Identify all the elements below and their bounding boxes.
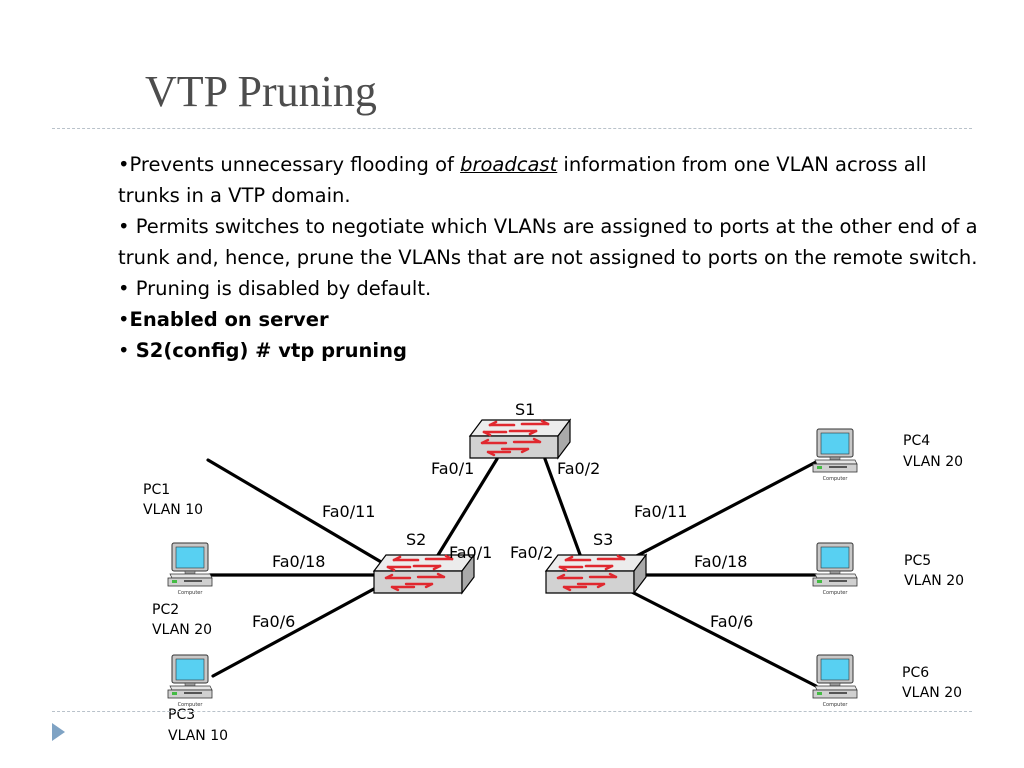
pc4-computer-icon [812, 428, 858, 473]
pc6-name: PC6 [902, 665, 929, 681]
bullet-list: •Prevents unnecessary flooding of broadc… [118, 149, 978, 366]
slide-title: VTP Pruning [145, 67, 377, 116]
pc5-computer-icon [812, 542, 858, 587]
bullet-1: •Prevents unnecessary flooding of broadc… [118, 153, 927, 207]
switch-s1-icon [468, 418, 572, 460]
pc3-caption: Computer [178, 702, 204, 708]
pc2-caption: Computer [178, 590, 204, 596]
switch-s1-label: S1 [515, 400, 535, 419]
port-s1-fa0-1: Fa0/1 [431, 459, 474, 478]
port-s2-fa0-18: Fa0/18 [272, 552, 325, 571]
cables [206, 457, 818, 688]
pc1-name: PC1 [143, 482, 170, 498]
port-s2-fa0-1: Fa0/1 [449, 543, 492, 562]
switch-s3-icon [544, 553, 648, 595]
port-s3-fa0-6: Fa0/6 [710, 612, 753, 631]
pc5-vlan: VLAN 20 [904, 573, 964, 589]
pc3-computer-icon [167, 654, 213, 699]
link-s1-s3 [543, 457, 584, 562]
port-s3-fa0-18: Fa0/18 [694, 552, 747, 571]
link-pc3-s2 [211, 582, 385, 678]
pc4-vlan: VLAN 20 [903, 454, 963, 470]
port-s2-fa0-11: Fa0/11 [322, 502, 375, 521]
link-s2-s1 [433, 457, 499, 562]
pc5-name: PC5 [904, 553, 931, 569]
link-s3-pc4 [623, 460, 818, 564]
link-pc1-s2 [206, 458, 390, 568]
link-s3-pc6 [622, 586, 818, 688]
switch-s3-label: S3 [593, 530, 613, 549]
pc4-caption: Computer [823, 476, 849, 482]
pc1-vlan: VLAN 10 [143, 502, 203, 518]
pc5-caption: Computer [823, 590, 849, 596]
pc3-vlan: VLAN 10 [168, 728, 228, 744]
bullet-2: • Permits switches to negotiate which VL… [118, 215, 978, 269]
bullet-3: • Pruning is disabled by default. [118, 277, 432, 300]
port-s3-fa0-2: Fa0/2 [510, 543, 553, 562]
port-s2-fa0-6: Fa0/6 [252, 612, 295, 631]
switch-s2-label: S2 [406, 530, 426, 549]
pc2-computer-icon [167, 542, 213, 587]
bullet-5: • S2(config) # vtp pruning [118, 339, 407, 362]
play-arrow-icon [52, 723, 65, 741]
pc6-caption: Computer [823, 702, 849, 708]
broadcast-term: broadcast [460, 153, 558, 176]
port-s1-fa0-2: Fa0/2 [557, 459, 600, 478]
pc4-name: PC4 [903, 433, 930, 449]
pc3-name: PC3 [168, 707, 195, 723]
pc6-vlan: VLAN 20 [902, 685, 962, 701]
bullet-4: •Enabled on server [118, 308, 329, 331]
pc2-name: PC2 [152, 602, 179, 618]
pc2-vlan: VLAN 20 [152, 622, 212, 638]
pc6-computer-icon [812, 654, 858, 699]
footer-divider [52, 711, 972, 712]
title-divider [52, 128, 972, 129]
port-s3-fa0-11: Fa0/11 [634, 502, 687, 521]
